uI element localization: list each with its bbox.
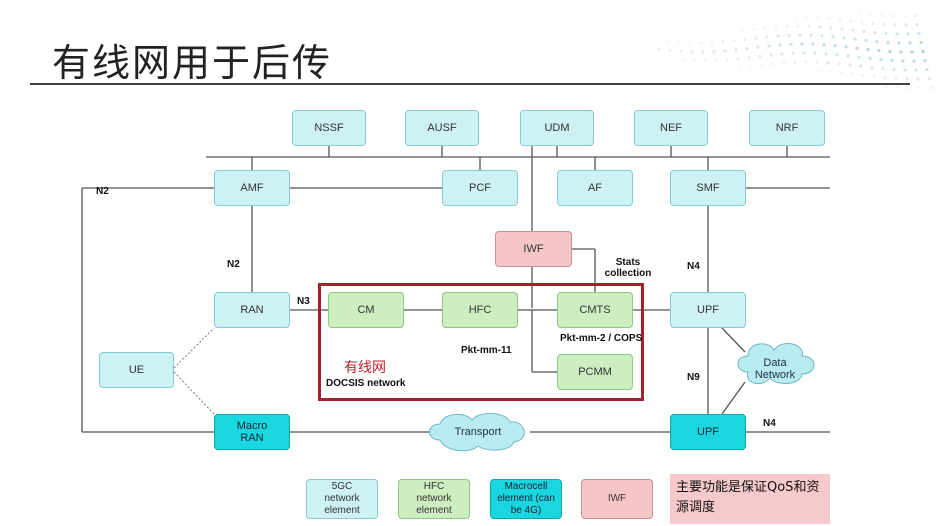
node-hfc[interactable]: HFC [442,292,518,328]
docsis-network-frame [318,283,644,401]
node-ran[interactable]: RAN [214,292,290,328]
node-udm[interactable]: UDM [520,110,594,146]
label-n2-mid: N2 [227,259,240,270]
cloud-transport [429,413,525,452]
node-ue[interactable]: UE [99,352,174,388]
legend-iwf: IWF [581,479,653,519]
legend-hfc: HFC network element [398,479,470,519]
node-amf[interactable]: AMF [214,170,290,206]
function-note: 主要功能是保证QoS和资源调度 [670,474,830,524]
wired-network-label: 有线网 [344,360,386,376]
title-divider [30,83,910,85]
node-nssf[interactable]: NSSF [292,110,366,146]
decorative-dot-pattern [646,10,933,90]
node-upf-bottom[interactable]: UPF [670,414,746,450]
node-af[interactable]: AF [557,170,633,206]
node-iwf[interactable]: IWF [495,231,572,267]
legend-5gc: 5GC network element [306,479,378,519]
label-n9: N9 [687,372,700,383]
legend-macrocell: Macrocell element (can be 4G) [490,479,562,519]
node-nrf[interactable]: NRF [749,110,825,146]
node-cm[interactable]: CM [328,292,404,328]
docsis-network-label: DOCSIS network [326,378,406,389]
transport-label: Transport [454,426,502,438]
label-pkt-mm-11: Pkt-mm-11 [461,345,512,356]
node-nef[interactable]: NEF [634,110,708,146]
label-n3: N3 [297,296,310,307]
label-n2-left: N2 [96,186,109,197]
node-cmts[interactable]: CMTS [557,292,633,328]
label-stats-collection: Stats collection [604,257,652,279]
label-n4-top: N4 [687,261,700,272]
node-macro-ran[interactable]: Macro RAN [214,414,290,450]
cloud-data-network [737,342,815,385]
node-ausf[interactable]: AUSF [405,110,479,146]
data-network-label: Data Network [754,357,796,381]
label-pkt-mm-2-cops: Pkt-mm-2 / COPS [560,333,643,344]
page-title: 有线网用于后传 [52,41,333,85]
node-upf-top[interactable]: UPF [670,292,746,328]
node-smf[interactable]: SMF [670,170,746,206]
node-pcf[interactable]: PCF [442,170,518,206]
label-n4-bottom: N4 [763,418,776,429]
node-pcmm[interactable]: PCMM [557,354,633,390]
